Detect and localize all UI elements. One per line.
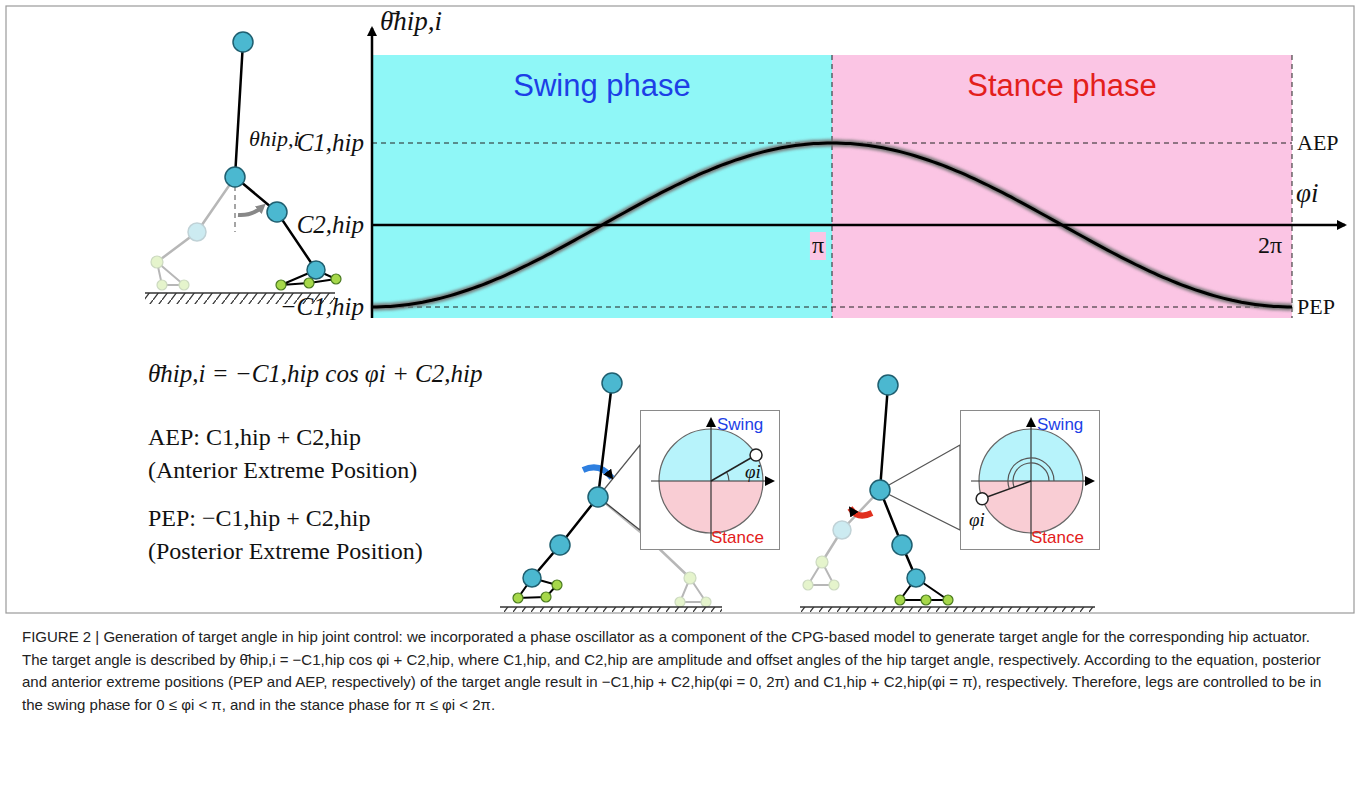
stance-phase-band: Stance phase	[832, 58, 1292, 118]
joint-angle-label: θhip,i	[249, 126, 300, 151]
inset-shape	[750, 449, 762, 461]
tick-label: π	[810, 232, 826, 260]
guide-lines	[372, 55, 1292, 318]
inset-shape	[727, 472, 729, 481]
phase-circle-inset: SwingStance φi	[960, 410, 1100, 550]
leg-figure-top	[145, 32, 341, 304]
inset-shape	[976, 493, 988, 505]
tick-label: −C1,hip	[280, 293, 364, 322]
tick-label: C2,hip	[297, 211, 364, 240]
inset-phase-label: φi	[745, 461, 761, 483]
inset-stance-label: Stance	[711, 528, 764, 548]
aep-formula: AEP: C1,hip + C2,hip	[148, 424, 361, 452]
aep-description: (Anterior Extreme Position)	[148, 457, 417, 485]
axis-label: φi	[1296, 178, 1318, 209]
pep-description: (Posterior Extreme Position)	[148, 538, 423, 566]
pep-formula: PEP: −C1,hip + C2,hip	[148, 505, 370, 533]
band-title: Swing phase	[513, 68, 691, 104]
inset-swing-label: Swing	[1037, 415, 1083, 435]
stance-band-fill	[832, 55, 1292, 318]
inset-shape	[1008, 458, 1054, 489]
y-axis	[371, 28, 374, 318]
band-title: Stance phase	[967, 68, 1157, 104]
inset-swing-label: Swing	[717, 415, 763, 435]
inset-phase-label: φi	[969, 509, 985, 531]
inset-stance-label: Stance	[1031, 528, 1084, 548]
tick-label: C1,hip	[297, 129, 364, 158]
inset-shape	[982, 481, 1031, 499]
phase-circle-inset: SwingStance φi	[640, 410, 780, 550]
extreme-label: PEP	[1297, 294, 1335, 319]
figure-frame	[6, 6, 1354, 613]
inset-shape	[1013, 463, 1049, 487]
tick-label: 2π	[1256, 232, 1284, 260]
x-axis	[372, 224, 1345, 227]
figure-caption: FIGURE 2 | Generation of target angle in…	[22, 626, 1338, 716]
swing-phase-band: Swing phase	[372, 58, 832, 118]
inset-shape	[971, 480, 1093, 481]
axis-label: θ̄hip,i	[380, 6, 442, 37]
equation: θ̄hip,i = −C1,hip cos φi + C2,hip	[148, 360, 482, 389]
swing-band-fill	[372, 55, 832, 318]
extreme-label: AEP	[1297, 130, 1339, 155]
inset-shape	[1030, 419, 1031, 541]
